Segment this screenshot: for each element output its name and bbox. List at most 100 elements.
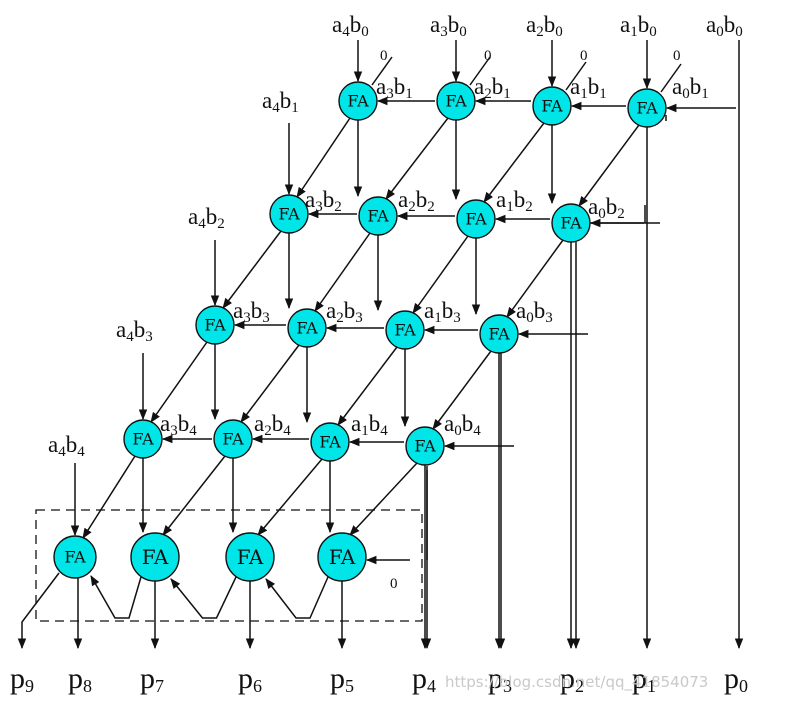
bottom-carry-zero: 0 [390, 576, 398, 592]
label-row0-top: a3b0 [430, 12, 467, 40]
fa-label: FA [329, 545, 356, 569]
fa-cell: FA [551, 203, 591, 243]
fa-label: FA [64, 548, 86, 567]
label-row3: a2b4 [254, 411, 291, 439]
output-label-p6: p6 [238, 662, 262, 696]
fa-cell: FA [358, 196, 398, 236]
fa-circle [436, 81, 476, 121]
wire-d-3-1 [162, 455, 226, 536]
fa-circle [532, 86, 572, 126]
fa-label: FA [296, 319, 318, 338]
fa-circle [479, 314, 519, 354]
fa-circle [317, 532, 367, 582]
label-row0-side: a3b1 [376, 74, 413, 102]
wire-ripple-2 [90, 575, 142, 619]
fa-label: FA [394, 321, 416, 340]
fa-label: FA [132, 430, 154, 449]
label-row0-top: a1b0 [620, 12, 657, 40]
carry-in-zero: 0 [673, 48, 681, 64]
wire-d-3-2 [257, 458, 323, 536]
wire-d-1-3 [506, 239, 564, 318]
fa-cell: FA [195, 305, 235, 345]
fa-circle [53, 535, 97, 579]
fa-circle [287, 308, 327, 348]
fa-label: FA [237, 545, 264, 569]
wire-carry0-3 [660, 63, 682, 93]
fa-circle [385, 310, 425, 350]
label-row2: a3b3 [233, 298, 270, 326]
ripple-adder-box [35, 509, 423, 622]
wire-d-3-0 [82, 455, 136, 539]
output-label-p9: p9 [10, 662, 34, 696]
wire-carry0-0 [371, 56, 393, 86]
label-row1: a4b1 [262, 88, 299, 116]
wire-d-1-2 [412, 235, 469, 314]
fa-circle [338, 81, 378, 121]
label-row0-side: a2b1 [474, 74, 511, 102]
output-label-p2: p2 [560, 662, 584, 696]
carry-in-zero: 0 [380, 48, 388, 64]
fa-circle [123, 419, 163, 459]
fa-cell: FA [213, 419, 253, 459]
fa-circle [195, 305, 235, 345]
fa-label: FA [445, 92, 467, 111]
wire-d-2-3 [432, 350, 492, 430]
fa-label: FA [541, 97, 563, 116]
fa-circle [456, 199, 496, 239]
wire-d-0-0 [296, 117, 351, 198]
wire-d-0-2 [483, 122, 545, 203]
watermark: https://blog.csdn.net/qq_41854073 [445, 673, 708, 692]
label-row4: a4b4 [48, 432, 85, 460]
wire-d-2-0 [150, 341, 208, 423]
fa-label: FA [204, 316, 226, 335]
fa-label: FA [347, 92, 369, 111]
fa-cell: FA [287, 308, 327, 348]
wire-ripple-1 [170, 576, 237, 619]
output-label-p7: p7 [140, 662, 164, 696]
output-label-p0: p0 [724, 662, 748, 696]
fa-circle [551, 203, 591, 243]
output-label-p8: p8 [68, 662, 92, 696]
label-row1: a3b2 [305, 187, 342, 215]
wire-d-1-1 [314, 232, 371, 312]
fa-cell: FA [532, 86, 572, 126]
fa-cell: FA [456, 199, 496, 239]
label-row3: a3b4 [160, 411, 197, 439]
label-row2: a2b3 [326, 298, 363, 326]
fa-circle [405, 426, 445, 466]
label-row0-side: a1b1 [570, 74, 607, 102]
fa-cell: FA [53, 535, 97, 579]
fa-cell: FA [317, 532, 367, 582]
wire-ripple-0 [265, 576, 329, 619]
wires [17, 40, 744, 650]
wire-d-0-3 [578, 124, 640, 207]
output-label-p4: p4 [412, 662, 436, 696]
fa-cell: FA [436, 81, 476, 121]
carry-in-zero: 0 [484, 48, 492, 64]
fa-circle [225, 532, 275, 582]
label-row1: a0b2 [588, 194, 625, 222]
fa-label: FA [319, 433, 341, 452]
output-label-p5: p5 [330, 662, 354, 696]
output-label-p1: p1 [632, 662, 656, 696]
fa-circle [213, 419, 253, 459]
fa-cell: FA [627, 88, 667, 128]
fa-circle [310, 422, 350, 462]
fa-cell: FA [338, 81, 378, 121]
label-row1: a2b2 [398, 187, 435, 215]
fa-circle [269, 194, 309, 234]
wire-p9 [17, 572, 60, 650]
fa-circle [358, 196, 398, 236]
label-row3: a1b4 [351, 411, 388, 439]
fa-cell: FA [123, 419, 163, 459]
wire-carry0-2 [565, 61, 587, 91]
label-row0-top: a4b0 [332, 12, 369, 40]
output-label-p3: p3 [488, 662, 512, 696]
label-row2: a4b2 [188, 204, 225, 232]
fa-circle [627, 88, 667, 128]
label-row3: a0b4 [444, 411, 481, 439]
fa-label: FA [636, 99, 658, 118]
fa-cell: FA [269, 194, 309, 234]
